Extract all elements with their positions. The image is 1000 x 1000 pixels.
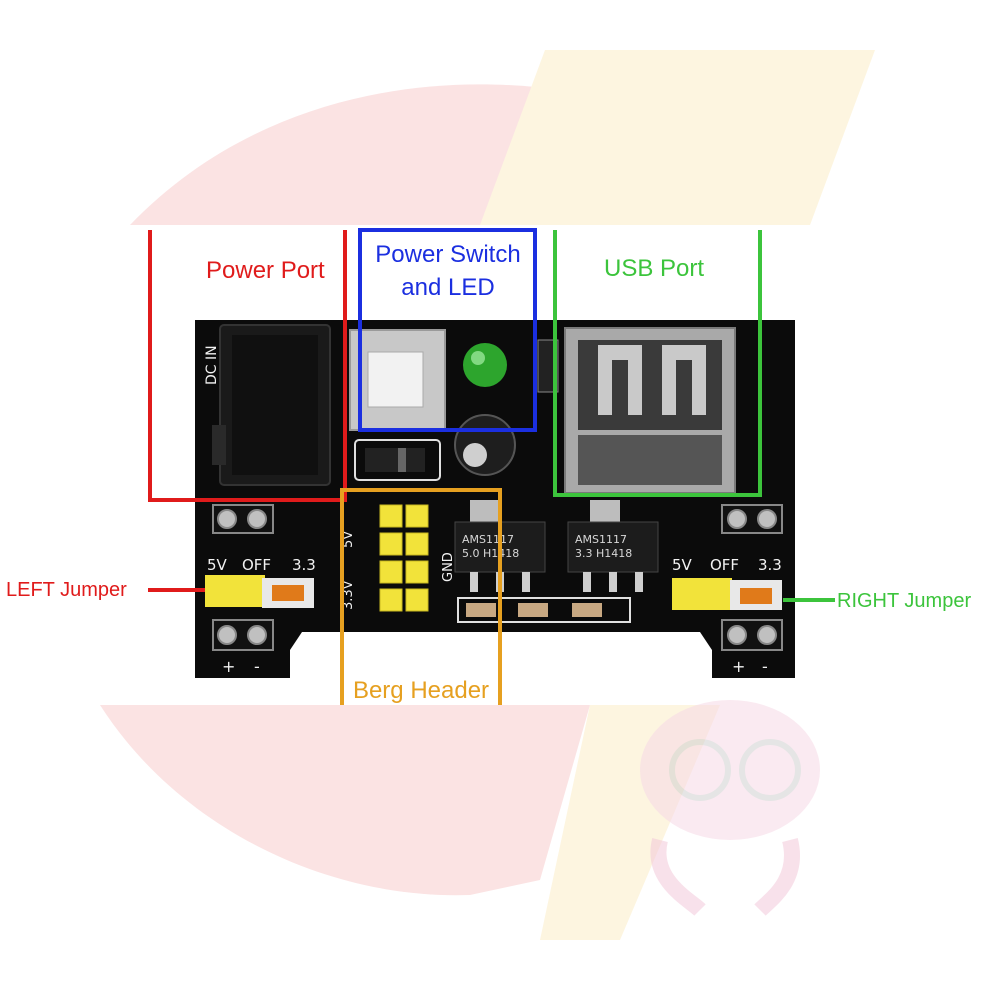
watermark-red-arc-bottom — [100, 705, 590, 896]
right-5v-label: 5V — [672, 556, 693, 574]
regulator-5v-line1: AMS1117 — [462, 533, 514, 546]
diode — [354, 439, 441, 481]
right-jumper-header — [672, 578, 782, 610]
regulator-5v-line2: 5.0 H1418 — [462, 547, 519, 560]
left-jumper-label: LEFT Jumper — [6, 579, 127, 601]
power-switch-label-line1: Power Switch — [375, 241, 520, 268]
plus-right-label: + — [732, 657, 745, 676]
dc-barrel-jack — [212, 324, 331, 486]
regulator-33v — [567, 500, 659, 592]
power-port-label: Power Port — [206, 257, 325, 284]
regulator-33v-line2: 3.3 H1418 — [575, 547, 632, 560]
regulator-33v-line1: AMS1117 — [575, 533, 627, 546]
header-33v-label: 3.3V — [341, 580, 356, 610]
watermark-red-arc-top — [130, 84, 600, 225]
plus-left-label: + — [222, 657, 235, 676]
header-5v-label: 5V — [341, 531, 356, 548]
smd-components-row — [457, 597, 631, 623]
green-led-icon — [463, 343, 507, 387]
left-5v-label: 5V — [207, 556, 228, 574]
berg-header-pins — [379, 504, 429, 612]
watermark-yellow-slab-top — [480, 50, 875, 225]
power-switch — [349, 329, 446, 431]
brain-mascot-icon — [640, 700, 820, 916]
left-33-label: 3.3 — [292, 556, 316, 574]
power-switch-outline — [358, 228, 537, 432]
usb-port — [564, 327, 736, 494]
berg-header-label: Berg Header — [353, 677, 489, 704]
power-switch-label-line2: and LED — [401, 274, 494, 301]
right-off-label: OFF — [710, 556, 739, 574]
power-port-outline — [148, 230, 347, 502]
gnd-label: GND — [441, 552, 456, 582]
usb-port-outline — [553, 230, 762, 497]
left-jumper-header — [205, 575, 314, 608]
dc-in-label: DC IN — [204, 345, 220, 385]
output-pins — [212, 504, 783, 651]
background-watermark — [100, 50, 875, 940]
berg-header-outline — [340, 488, 502, 705]
left-off-label: OFF — [242, 556, 271, 574]
right-jumper-label: RIGHT Jumper — [837, 590, 971, 612]
right-33-label: 3.3 — [758, 556, 782, 574]
capacitor — [454, 414, 516, 476]
usb-port-label: USB Port — [604, 255, 704, 282]
minus-left-label: - — [254, 657, 260, 676]
minus-right-label: - — [762, 657, 768, 676]
